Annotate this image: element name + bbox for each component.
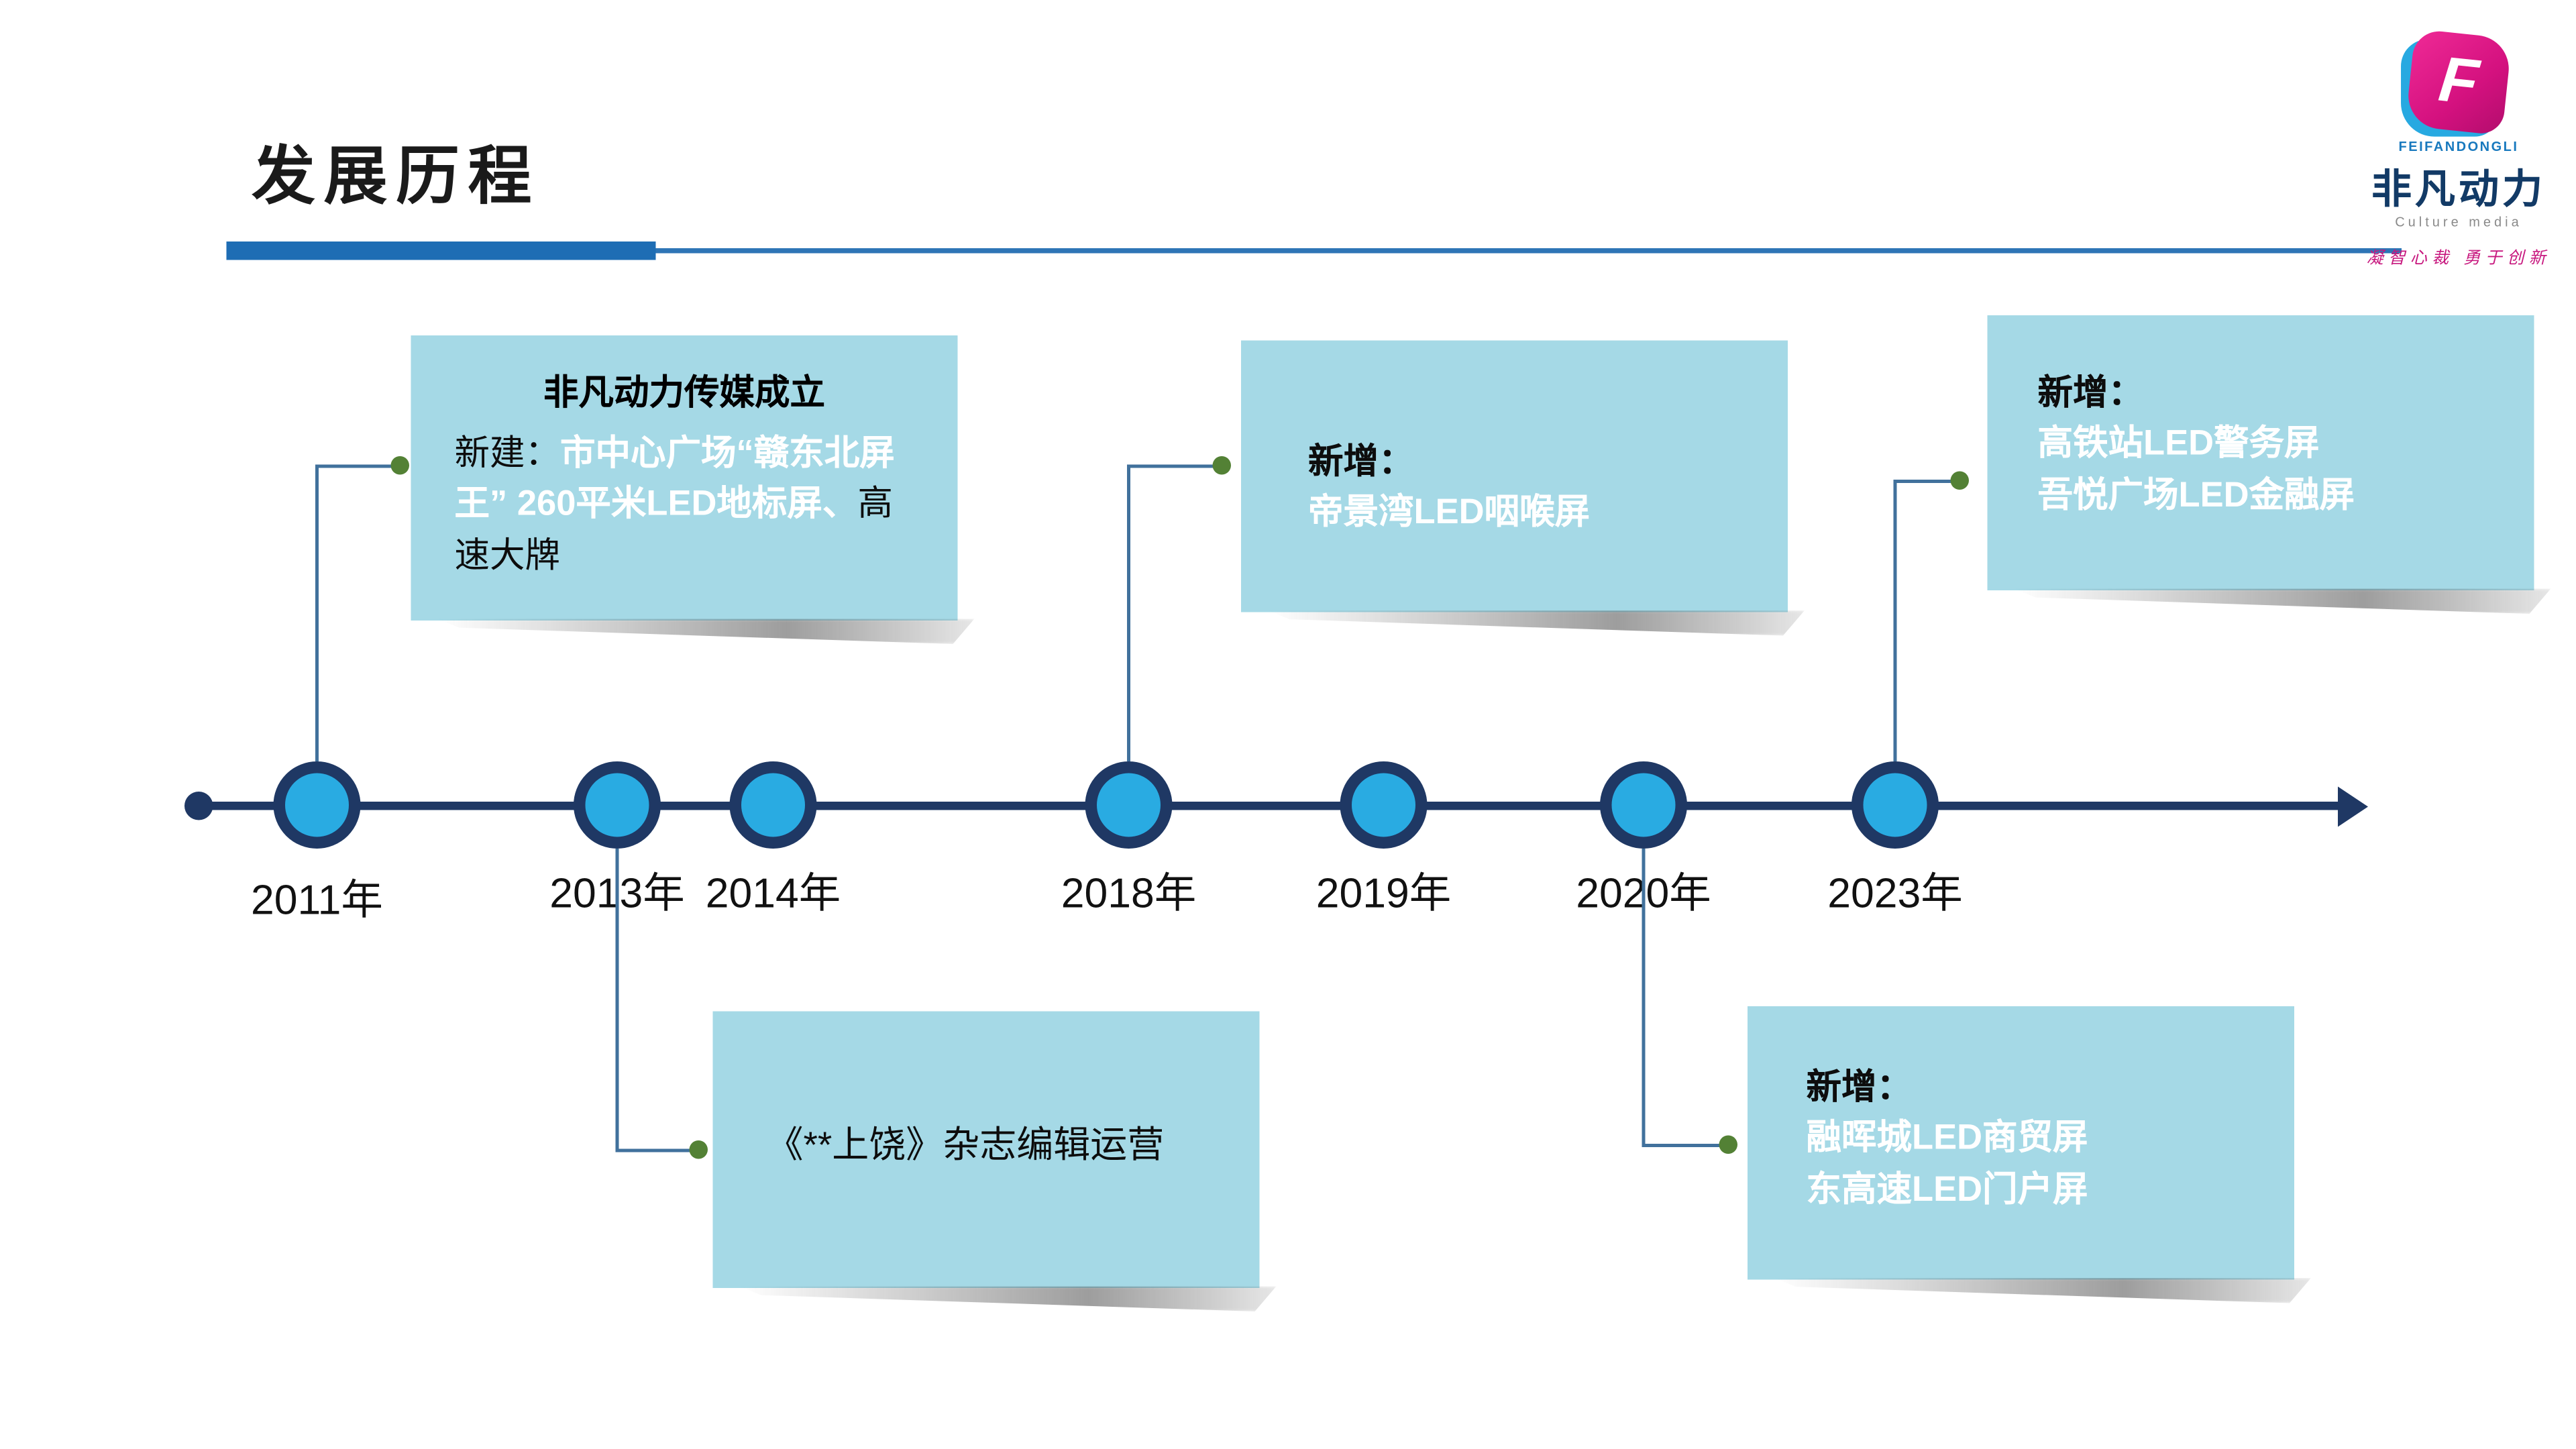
callout-2013-text: 《**上饶》杂志编辑运营: [766, 1124, 1165, 1166]
callout-2020: 新增： 融晖城LED商贸屏 东高速LED门户屏: [1748, 1006, 2294, 1280]
callout-2023-body: 新增： 高铁站LED警务屏 吾悦广场LED金融屏: [1988, 315, 2534, 522]
callout-2013: 《**上饶》杂志编辑运营: [712, 1011, 1260, 1288]
connector-2013-horizontal: [615, 1148, 700, 1152]
callout-2023: 新增： 高铁站LED警务屏 吾悦广场LED金融屏: [1987, 315, 2534, 590]
callout-2023-prefix: 新增：: [2037, 374, 2144, 413]
callout-2011: 非凡动力传媒成立 新建：市中心广场“赣东北屏王” 260平米LED地标屏、高速大…: [411, 335, 958, 621]
year-label-2023: 2023年: [1827, 870, 1963, 918]
callout-2018-body: 新增： 帝景湾LED咽喉屏: [1241, 341, 1788, 540]
connector-2018-horizontal: [1127, 464, 1221, 468]
timeline-node-2023: [1851, 761, 1939, 849]
timeline-node-2011: [273, 761, 361, 849]
connector-2020-horizontal: [1642, 1144, 1729, 1147]
callout-2011-body: 新建：市中心广场“赣东北屏王” 260平米LED地标屏、高速大牌: [411, 416, 958, 582]
callout-2011-suffix: 高速大牌: [454, 485, 893, 576]
year-label-2014: 2014年: [705, 870, 841, 918]
logo-brand-en: FEIFANDONGLI: [2398, 139, 2519, 155]
timeline-axis: [198, 802, 2345, 810]
title-underline-thin: [655, 248, 2402, 254]
logo-brand-cn: 非凡动力: [2371, 168, 2546, 213]
connector-2013-vertical: [615, 849, 619, 1150]
timeline-arrowhead-icon: [2338, 786, 2368, 827]
connector-2018-dot: [1212, 456, 1231, 475]
connector-2020-dot: [1719, 1135, 1737, 1154]
connector-2018-vertical: [1127, 466, 1130, 761]
connector-2011-dot: [390, 456, 409, 475]
connector-2020-vertical: [1642, 849, 1646, 1146]
callout-2018-prefix: 新增：: [1308, 443, 1414, 482]
year-label-2018: 2018年: [1061, 870, 1197, 918]
connector-2013-dot: [689, 1140, 708, 1159]
callout-2018-line: 帝景湾LED咽喉屏: [1308, 494, 1590, 533]
callout-2023-line-1: 高铁站LED警务屏: [2037, 425, 2320, 464]
page-title: 发展历程: [252, 142, 541, 213]
timeline-node-2018: [1085, 761, 1173, 849]
callout-2011-heading: 非凡动力传媒成立: [543, 374, 825, 413]
title-underline-thick: [226, 241, 656, 260]
connector-2011-horizontal: [315, 464, 399, 468]
callout-2011-highlight: 市中心广场“赣东北屏王” 260平米LED地标屏、: [454, 434, 895, 525]
timeline-node-2013: [574, 761, 661, 849]
timeline-node-2020: [1600, 761, 1687, 849]
year-label-2019: 2019年: [1316, 870, 1452, 918]
callout-2020-line-1: 融晖城LED商贸屏: [1806, 1119, 2088, 1159]
logo-letter: F: [2435, 45, 2482, 119]
callout-2018: 新增： 帝景湾LED咽喉屏: [1241, 340, 1788, 612]
logo-subtitle: Culture media: [2395, 215, 2522, 230]
callout-2013-body: 《**上饶》杂志编辑运营: [713, 1012, 1260, 1173]
company-logo: F FEIFANDONGLI 非凡动力 Culture media 凝智心裁 勇…: [2361, 28, 2556, 269]
connector-2023-vertical: [1893, 481, 1897, 761]
callout-2020-body: 新增： 融晖城LED商贸屏 东高速LED门户屏: [1748, 1006, 2294, 1216]
callout-2020-prefix: 新增：: [1806, 1068, 1913, 1108]
logo-tagline: 凝智心裁 勇于创新: [2366, 250, 2551, 269]
logo-f-icon: F: [2405, 28, 2512, 136]
connector-2011-vertical: [315, 466, 319, 761]
timeline-node-2014: [729, 761, 817, 849]
timeline-node-2019: [1340, 761, 1428, 849]
callout-2023-line-2: 吾悦广场LED金融屏: [2037, 476, 2355, 515]
callout-2011-prefix: 新建：: [454, 434, 561, 474]
year-label-2011: 2011年: [251, 877, 383, 924]
callout-2020-line-2: 东高速LED门户屏: [1806, 1170, 2088, 1210]
connector-2023-horizontal: [1893, 480, 1961, 483]
connector-2023-dot: [1950, 471, 1969, 490]
